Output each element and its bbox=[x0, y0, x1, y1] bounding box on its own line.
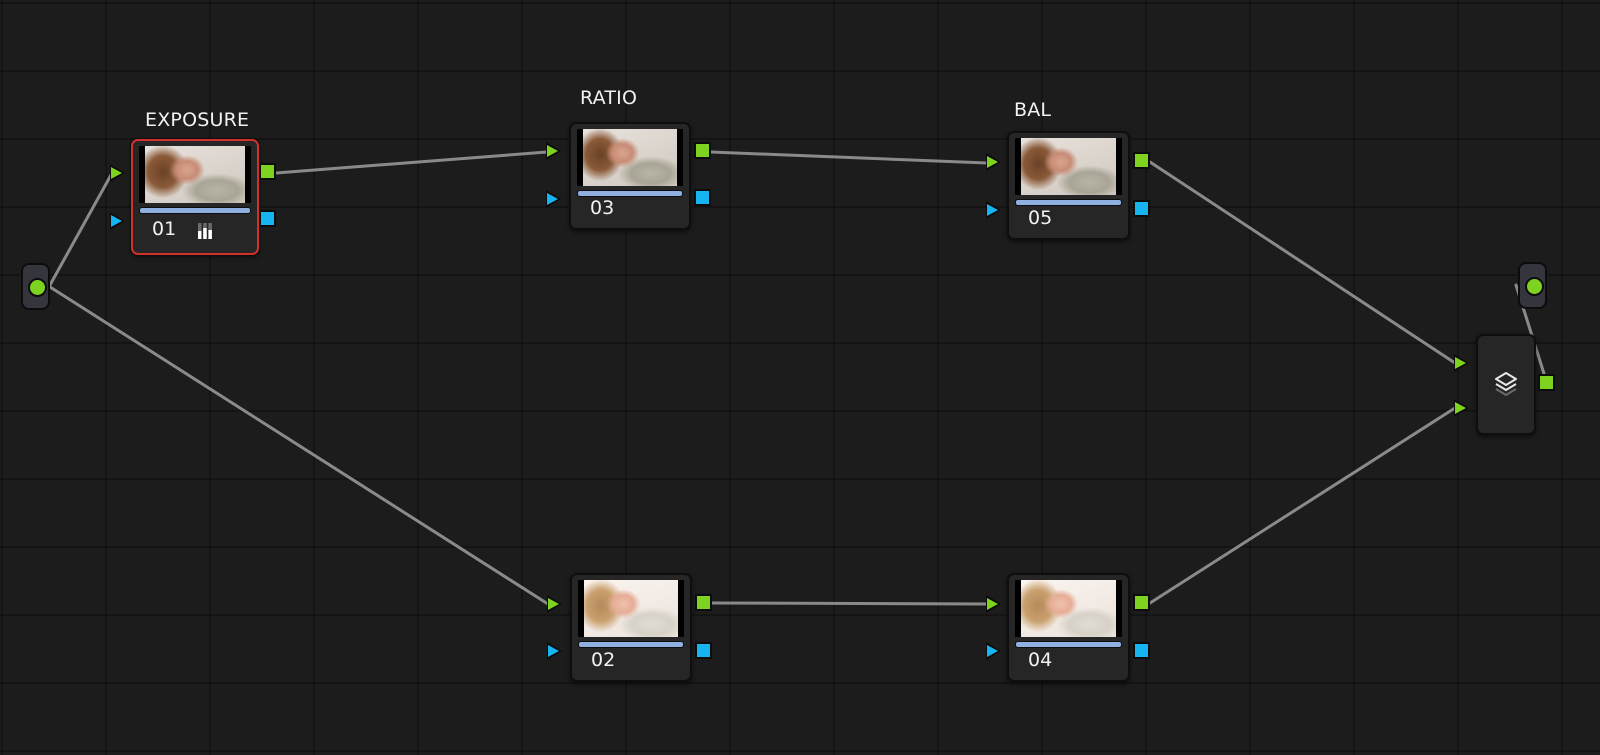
node-04-progress-bar bbox=[1015, 641, 1122, 648]
node-05-key-output-icon[interactable] bbox=[1133, 200, 1150, 217]
source-output-dot-icon[interactable] bbox=[28, 278, 47, 297]
layers-icon bbox=[1495, 372, 1517, 396]
node-02[interactable]: 02 bbox=[570, 573, 692, 682]
node-03-rgb-input-icon[interactable] bbox=[546, 142, 561, 160]
node-02-rgb-input-icon[interactable] bbox=[547, 595, 562, 613]
node-02-key-output-icon[interactable] bbox=[695, 642, 712, 659]
final-output-node[interactable] bbox=[1518, 262, 1547, 309]
node-04-key-input-icon[interactable] bbox=[986, 642, 1001, 660]
output-input-dot-icon[interactable] bbox=[1525, 277, 1544, 296]
node-02-rgb-output-icon[interactable] bbox=[695, 594, 712, 611]
node-01-thumbnail bbox=[139, 146, 251, 203]
node-01-rgb-input-icon[interactable] bbox=[110, 164, 125, 182]
node-05-key-input-icon[interactable] bbox=[986, 201, 1001, 219]
node-03-key-input-icon[interactable] bbox=[546, 190, 561, 208]
source-input-node[interactable] bbox=[21, 263, 50, 310]
node-02-number: 02 bbox=[591, 649, 616, 671]
node-03-label: RATIO bbox=[580, 87, 638, 109]
layer-mixer-node[interactable] bbox=[1476, 334, 1536, 435]
node-05-progress-bar bbox=[1015, 199, 1122, 206]
node-01-key-output-icon[interactable] bbox=[259, 210, 276, 227]
node-01-number: 01 bbox=[152, 218, 177, 240]
node-03[interactable]: 03 bbox=[569, 122, 691, 230]
node-04-rgb-output-icon[interactable] bbox=[1133, 594, 1150, 611]
node-01-rgb-output-icon[interactable] bbox=[259, 163, 276, 180]
node-01[interactable]: 01 bbox=[131, 139, 259, 255]
node-05-number: 05 bbox=[1028, 207, 1053, 229]
node-03-rgb-output-icon[interactable] bbox=[694, 142, 711, 159]
node-03-thumbnail bbox=[577, 129, 683, 186]
node-04-key-output-icon[interactable] bbox=[1133, 642, 1150, 659]
node-02-key-input-icon[interactable] bbox=[547, 642, 562, 660]
node-05-label: BAL bbox=[1014, 99, 1052, 121]
node-04-rgb-input-icon[interactable] bbox=[986, 595, 1001, 613]
node-05-thumbnail bbox=[1015, 138, 1122, 195]
node-04-thumbnail bbox=[1015, 580, 1122, 637]
mixer-input-2-icon[interactable] bbox=[1454, 399, 1469, 417]
node-01-progress-bar bbox=[139, 207, 251, 214]
node-02-progress-bar bbox=[578, 641, 684, 648]
node-03-progress-bar bbox=[577, 190, 683, 197]
node-04-number: 04 bbox=[1028, 649, 1053, 671]
node-05-rgb-input-icon[interactable] bbox=[986, 153, 1001, 171]
node-03-key-output-icon[interactable] bbox=[694, 189, 711, 206]
node-02-thumbnail bbox=[578, 580, 684, 637]
node-05[interactable]: 05 bbox=[1007, 131, 1130, 240]
node-05-rgb-output-icon[interactable] bbox=[1133, 152, 1150, 169]
node-03-number: 03 bbox=[590, 197, 615, 219]
mixer-input-1-icon[interactable] bbox=[1454, 354, 1469, 372]
bar-chart-icon bbox=[198, 223, 212, 239]
node-01-label: EXPOSURE bbox=[145, 109, 250, 131]
node-01-key-input-icon[interactable] bbox=[110, 212, 125, 230]
mixer-output-icon[interactable] bbox=[1538, 374, 1555, 391]
node-04[interactable]: 04 bbox=[1007, 573, 1130, 682]
